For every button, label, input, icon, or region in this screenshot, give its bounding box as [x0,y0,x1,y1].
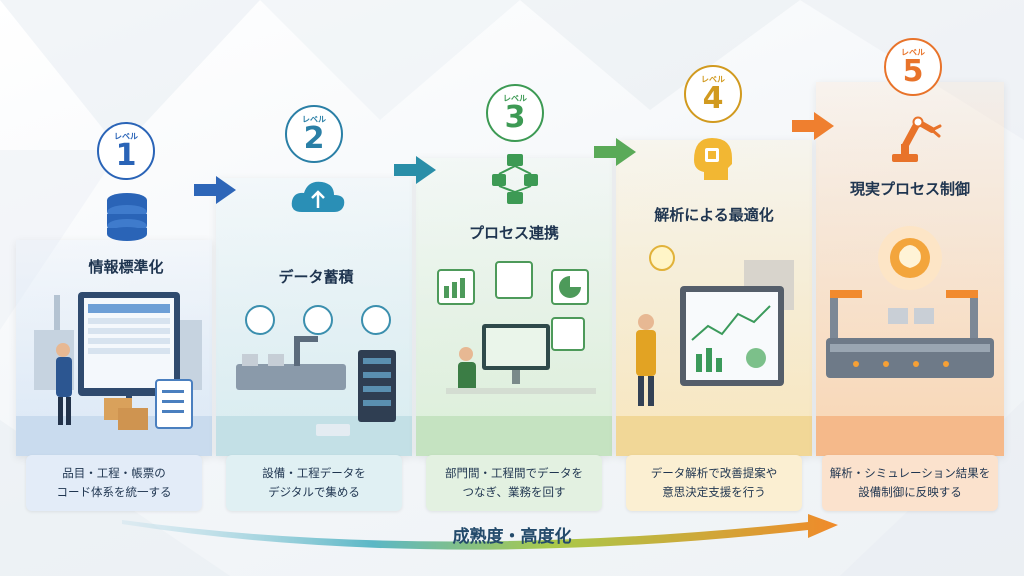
level-2-title: データ蓄積 [278,268,354,286]
level-5-description-line-2: 設備制御に反映する [858,485,962,499]
database-icon [107,193,147,241]
level-5-title: 現実プロセス制御 [849,180,970,198]
level-2-stage [216,178,412,456]
level-4-description-line-2: 意思決定支援を行う [662,485,766,499]
level-2-badge: レベル 2 [285,105,343,163]
cloud-upload-icon [291,181,345,212]
level-2-description-line-2: デジタルで集める [268,485,360,499]
level-3-title: プロセス連携 [468,224,559,242]
level-3-number: 3 [504,100,526,135]
level-2-description: 設備・工程データを デジタルで集める [226,455,402,511]
level-1-description-line-2: コード体系を統一する [56,485,172,499]
maturity-label: 成熟度・高度化 [452,527,572,547]
level-3-stage [416,158,612,456]
level-1-badge: レベル 1 [97,122,155,180]
level-5-label: レベル [901,48,925,57]
level-3-badge: レベル 3 [486,84,544,142]
step-arrow-1-to-2 [194,176,236,204]
level-1-number: 1 [115,138,137,173]
level-3-label: レベル [503,94,527,103]
level-5-badge: レベル 5 [884,38,942,96]
control-scene-illustration [826,226,994,378]
data-collection-scene-illustration [236,305,396,436]
level-1-description-line-1: 品目・工程・帳票の [62,466,166,480]
robot-arm-icon [892,116,942,162]
ai-head-chip-icon [694,138,732,180]
step-arrow-3-to-4 [594,138,636,166]
analysis-scene-illustration [636,245,794,406]
level-1-title: 情報標準化 [88,258,164,276]
integration-scene-illustration [437,261,596,394]
level-5-stage [816,82,1004,456]
level-5-description: 解析・シミュレーション結果を 設備制御に反映する [822,455,998,511]
level-4-number: 4 [702,81,724,116]
level-4-title: 解析による最適化 [654,206,774,224]
level-5-number: 5 [902,54,924,89]
workflow-network-icon [492,154,538,204]
level-4-stage [616,140,812,456]
level-4-label: レベル [701,75,725,84]
level-3-description-line-2: つなぎ、業務を回す [462,485,566,499]
level-3-description-line-1: 部門間・工程間でデータを [445,466,583,480]
level-1-label: レベル [114,132,138,141]
level-1-stage [16,240,212,456]
level-4-description-line-1: データ解析で改善提案や [650,466,778,480]
level-4-description: データ解析で改善提案や 意思決定支援を行う [626,455,802,511]
step-arrow-2-to-3 [394,156,436,184]
level-1-description: 品目・工程・帳票の コード体系を統一する [26,455,202,511]
level-2-description-line-1: 設備・工程データを [262,466,366,480]
step-arrow-4-to-5 [792,112,834,140]
level-2-label: レベル [302,115,326,124]
office-scene-illustration [34,292,202,430]
level-3-description: 部門間・工程間でデータを つなぎ、業務を回す [426,455,602,511]
level-2-number: 2 [303,121,325,156]
level-5-description-line-1: 解析・シミュレーション結果を [829,466,991,480]
level-4-badge: レベル 4 [684,65,742,123]
